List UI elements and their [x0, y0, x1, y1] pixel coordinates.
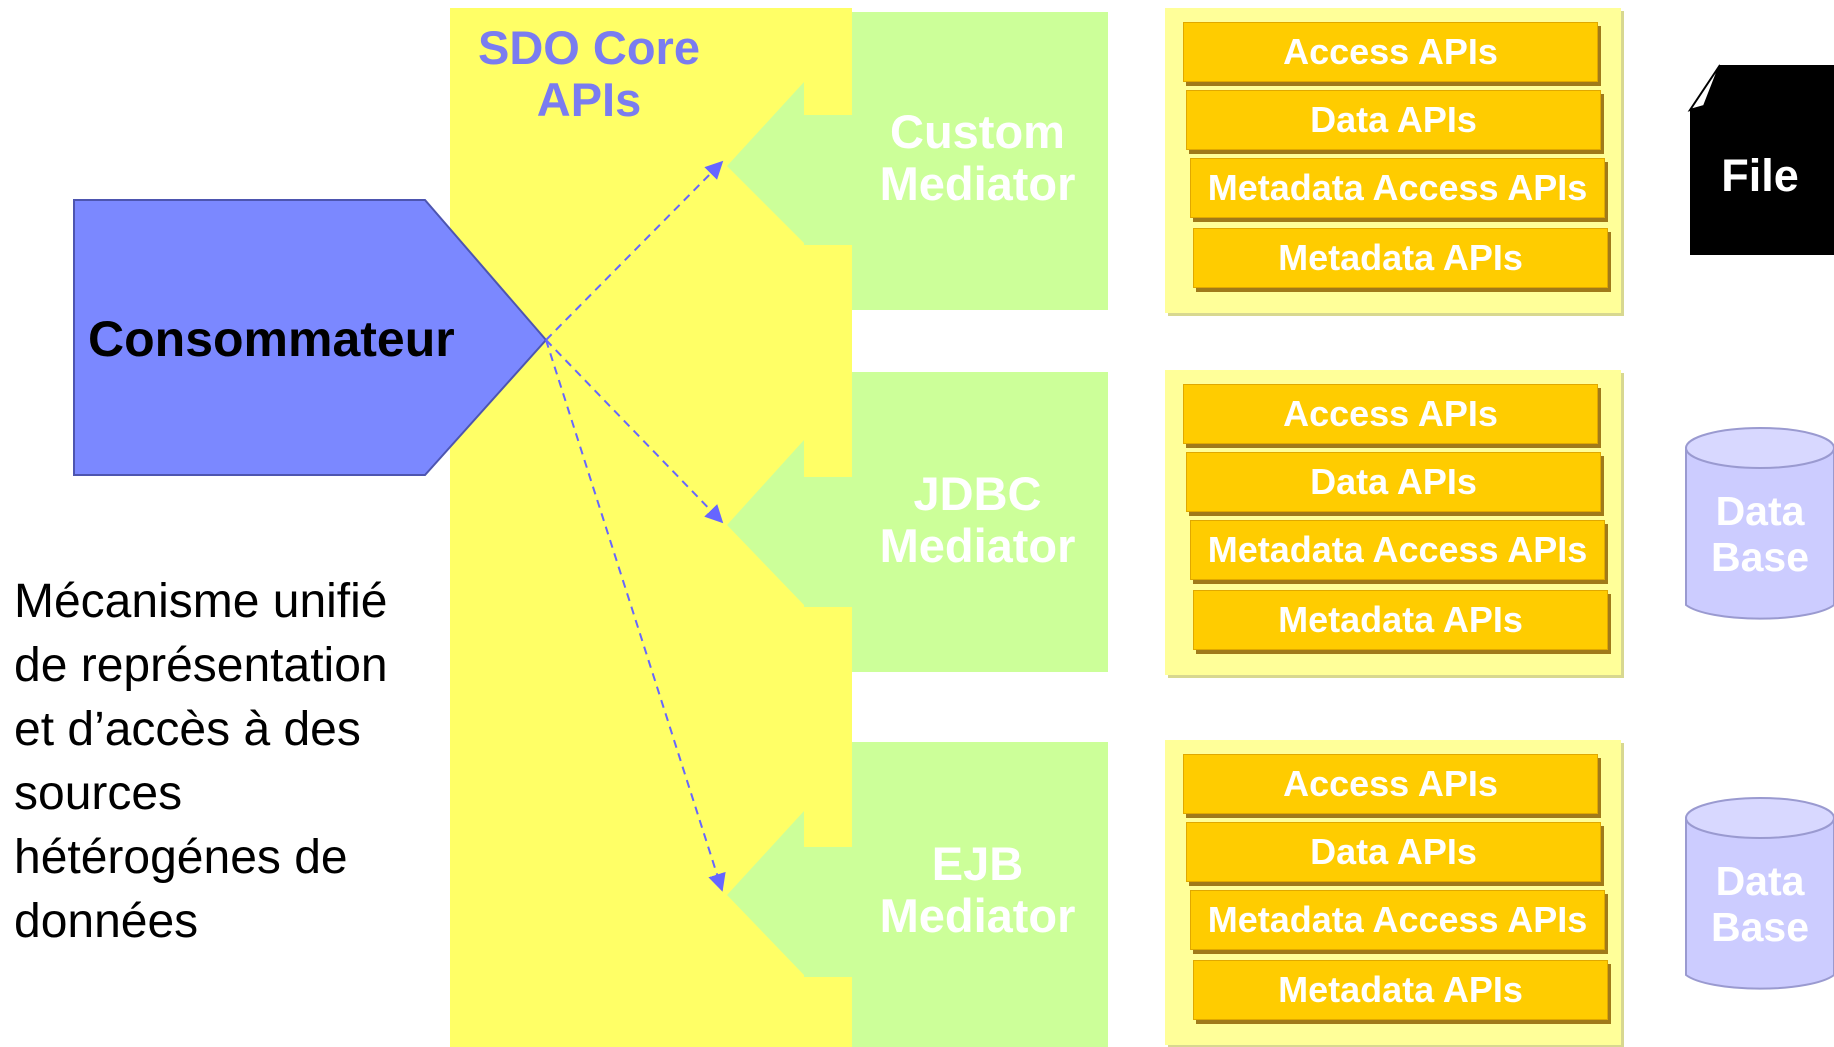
data-apis-box: Data APIs: [1186, 822, 1601, 882]
description-line: Mécanisme unifié: [14, 575, 388, 628]
access-apis-box: Access APIs: [1183, 754, 1598, 814]
file-label: File: [1721, 150, 1799, 201]
mediator-jdbc-line1: JDBC: [913, 467, 1042, 520]
description-line: sources: [14, 767, 183, 820]
database-label-1: Data Base: [1685, 488, 1834, 580]
dashed-arrow-custom: [545, 160, 724, 341]
description-line: hétérogénes de: [14, 831, 348, 884]
mediator-custom-line2: Mediator: [879, 157, 1076, 210]
description-line: de représentation: [14, 639, 388, 692]
sdo-core-title-line2: APIs: [536, 73, 642, 126]
access-apis-box: Access APIs: [1183, 384, 1598, 444]
consumer-label: Consommateur: [88, 311, 455, 367]
database-label-2-line1: Data: [1715, 858, 1805, 904]
metadata-apis-box: Metadata APIs: [1193, 960, 1608, 1020]
sdo-core-title-line1: SDO Core: [478, 21, 700, 74]
mediator-jdbc-arrow: [727, 372, 1108, 672]
metadata-apis-box: Metadata APIs: [1193, 228, 1608, 288]
dashed-arrow-ejb: [545, 339, 726, 892]
description-line: et d’accès à des: [14, 703, 361, 756]
file-icon: [1687, 64, 1834, 255]
mediator-jdbc-line2: Mediator: [879, 519, 1076, 572]
data-apis-box: Data APIs: [1186, 452, 1601, 512]
database-label-2-line2: Base: [1710, 904, 1809, 950]
database-label-1-line1: Data: [1715, 488, 1805, 534]
metadata-apis-box: Metadata APIs: [1193, 590, 1608, 650]
dashed-arrow-jdbc: [545, 339, 724, 524]
metadata-access-apis-box: Metadata Access APIs: [1190, 890, 1605, 950]
description-text: Mécanisme unifié de représentation et d’…: [14, 570, 454, 954]
database-label-2: Data Base: [1685, 858, 1834, 950]
mediator-ejb-line1: EJB: [931, 837, 1024, 890]
metadata-access-apis-box: Metadata Access APIs: [1190, 520, 1605, 580]
mediator-jdbc-label: JDBC Mediator: [850, 468, 1105, 572]
database-label-1-line2: Base: [1710, 534, 1809, 580]
database-icon-1: [1685, 427, 1834, 620]
data-apis-box: Data APIs: [1186, 90, 1601, 150]
database-icon-2: [1685, 797, 1834, 990]
mediator-custom-line1: Custom: [890, 105, 1065, 158]
mediator-custom-label: Custom Mediator: [850, 106, 1105, 210]
mediator-custom-arrow: [727, 12, 1108, 310]
mediator-ejb-label: EJB Mediator: [850, 838, 1105, 942]
sdo-core-title: SDO Core APIs: [450, 22, 728, 126]
access-apis-box: Access APIs: [1183, 22, 1598, 82]
mediator-ejb-arrow: [727, 742, 1108, 1047]
consumer-shape: [73, 199, 548, 476]
description-line: données: [14, 895, 199, 948]
mediator-ejb-line2: Mediator: [879, 889, 1076, 942]
metadata-access-apis-box: Metadata Access APIs: [1190, 158, 1605, 218]
